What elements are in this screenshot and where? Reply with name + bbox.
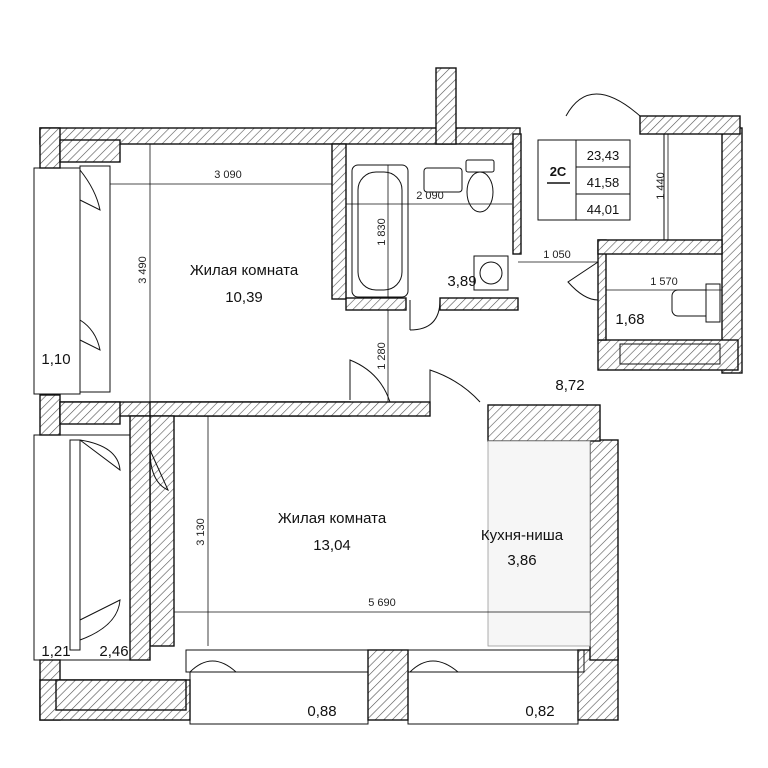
toilet-bowl: [466, 171, 494, 213]
window-bottom-left: [185, 649, 369, 673]
dim-3090: 3 090: [214, 169, 242, 181]
badge-total-area: 41,58: [587, 175, 620, 190]
dim-3490: 3 490: [137, 256, 149, 284]
window-bottom-right: [407, 649, 585, 673]
wall-living1-window-pier: [59, 139, 121, 163]
dim-3130: 3 130: [195, 518, 207, 546]
apartment-badge: 2С 23,43 41,58 44,01: [537, 139, 631, 221]
wc-area: 1,68: [615, 311, 644, 328]
balcony-bottom-right-area: 0,82: [525, 703, 554, 720]
window-living2: [69, 439, 81, 651]
loggia-left-top-area: 1,10: [41, 351, 70, 368]
entrance-top-wall: [639, 115, 741, 135]
wall-living1-bath: [331, 143, 347, 300]
living2-area: 13,04: [313, 537, 351, 554]
dim-1050: 1 050: [543, 249, 571, 261]
wall-lower-window-pier: [59, 401, 121, 425]
door-balcony-right: [409, 660, 459, 673]
badge-total-with-balcony: 44,01: [587, 202, 620, 217]
dim-1440: 1 440: [655, 172, 667, 200]
door-bath: [409, 299, 441, 331]
dimension-labels: 3 090 3 490 2 090 1 830 1 050 1 570 1 44…: [137, 169, 678, 609]
wall-wc-left: [597, 239, 607, 341]
bottom-wall-right: [577, 649, 619, 721]
door-living2: [429, 369, 481, 403]
entrance-wall: [512, 133, 522, 255]
living1-area: 10,39: [225, 289, 263, 306]
wall-bottom-pier: [55, 679, 187, 711]
toilet-tank: [465, 159, 495, 173]
hall-area: 8,72: [555, 377, 584, 394]
wall-bath-bottom: [345, 297, 407, 311]
door-loggia-mid: [79, 319, 101, 351]
dim-5690: 5 690: [368, 597, 396, 609]
window-living1: [79, 165, 111, 393]
loggia-left-bottom-area: 1,21: [41, 643, 70, 660]
right-wall-kitchen: [589, 439, 619, 661]
wc-bottom-wall: [597, 339, 739, 371]
badge-living-area: 23,43: [587, 148, 620, 163]
door-loggia-low: [79, 439, 121, 472]
living2-name: Жилая комната: [278, 510, 387, 527]
doors: [79, 93, 641, 673]
dimension-lines: [110, 134, 722, 646]
door-entrance: [565, 93, 641, 117]
loggia-left-top-outline: [33, 167, 81, 395]
room-labels: Жилая комната 10,39 Жилая комната 13,04 …: [41, 262, 644, 720]
hall-kitchen-wall: [487, 404, 601, 442]
left-wall-middle: [39, 394, 61, 436]
balcony-bottom-left-area: 0,88: [307, 703, 336, 720]
door-loggia-top: [79, 169, 101, 211]
kitchen-name: Кухня-ниша: [481, 527, 564, 544]
washing-machine-drum: [479, 261, 503, 285]
wall-bath-bottom-right: [439, 297, 519, 311]
dim-1830: 1 830: [376, 218, 388, 246]
bathtub-inner: [357, 171, 403, 291]
balcony-bottom-left-outline: [189, 671, 369, 725]
door-living2-loggia: [149, 449, 169, 491]
windows: [33, 133, 723, 725]
dim-2090: 2 090: [416, 190, 444, 202]
left-wall-top: [39, 127, 61, 169]
living1-name: Жилая комната: [190, 262, 299, 279]
interior-walls: [55, 139, 723, 711]
loggia-left-bottom-outline: [33, 434, 131, 661]
wc-window: [619, 343, 721, 365]
wc-sink: [705, 283, 721, 323]
bathroom-area: 3,89: [447, 273, 476, 290]
right-wall-upper: [721, 127, 743, 374]
badge-type: 2С: [550, 164, 567, 179]
sink: [423, 167, 463, 193]
wall-loggia-left: [129, 415, 151, 661]
window-right-upper: [663, 133, 723, 241]
top-stub-wall: [435, 67, 457, 145]
door-balcony-left: [189, 660, 237, 673]
loggia-left-bottom-inner-area: 2,46: [99, 643, 128, 660]
door-loggia-bottom: [79, 599, 121, 641]
door-wc: [567, 261, 599, 301]
dim-1570: 1 570: [650, 276, 678, 288]
wall-wc-top: [597, 239, 723, 255]
bathroom-fixtures: [351, 159, 721, 323]
kitchen-area: 3,86: [507, 552, 536, 569]
wall-living2-left: [149, 415, 175, 647]
dim-1280: 1 280: [376, 342, 388, 370]
wall-between-rooms-right: [149, 401, 431, 417]
bottom-pillar: [367, 649, 409, 721]
